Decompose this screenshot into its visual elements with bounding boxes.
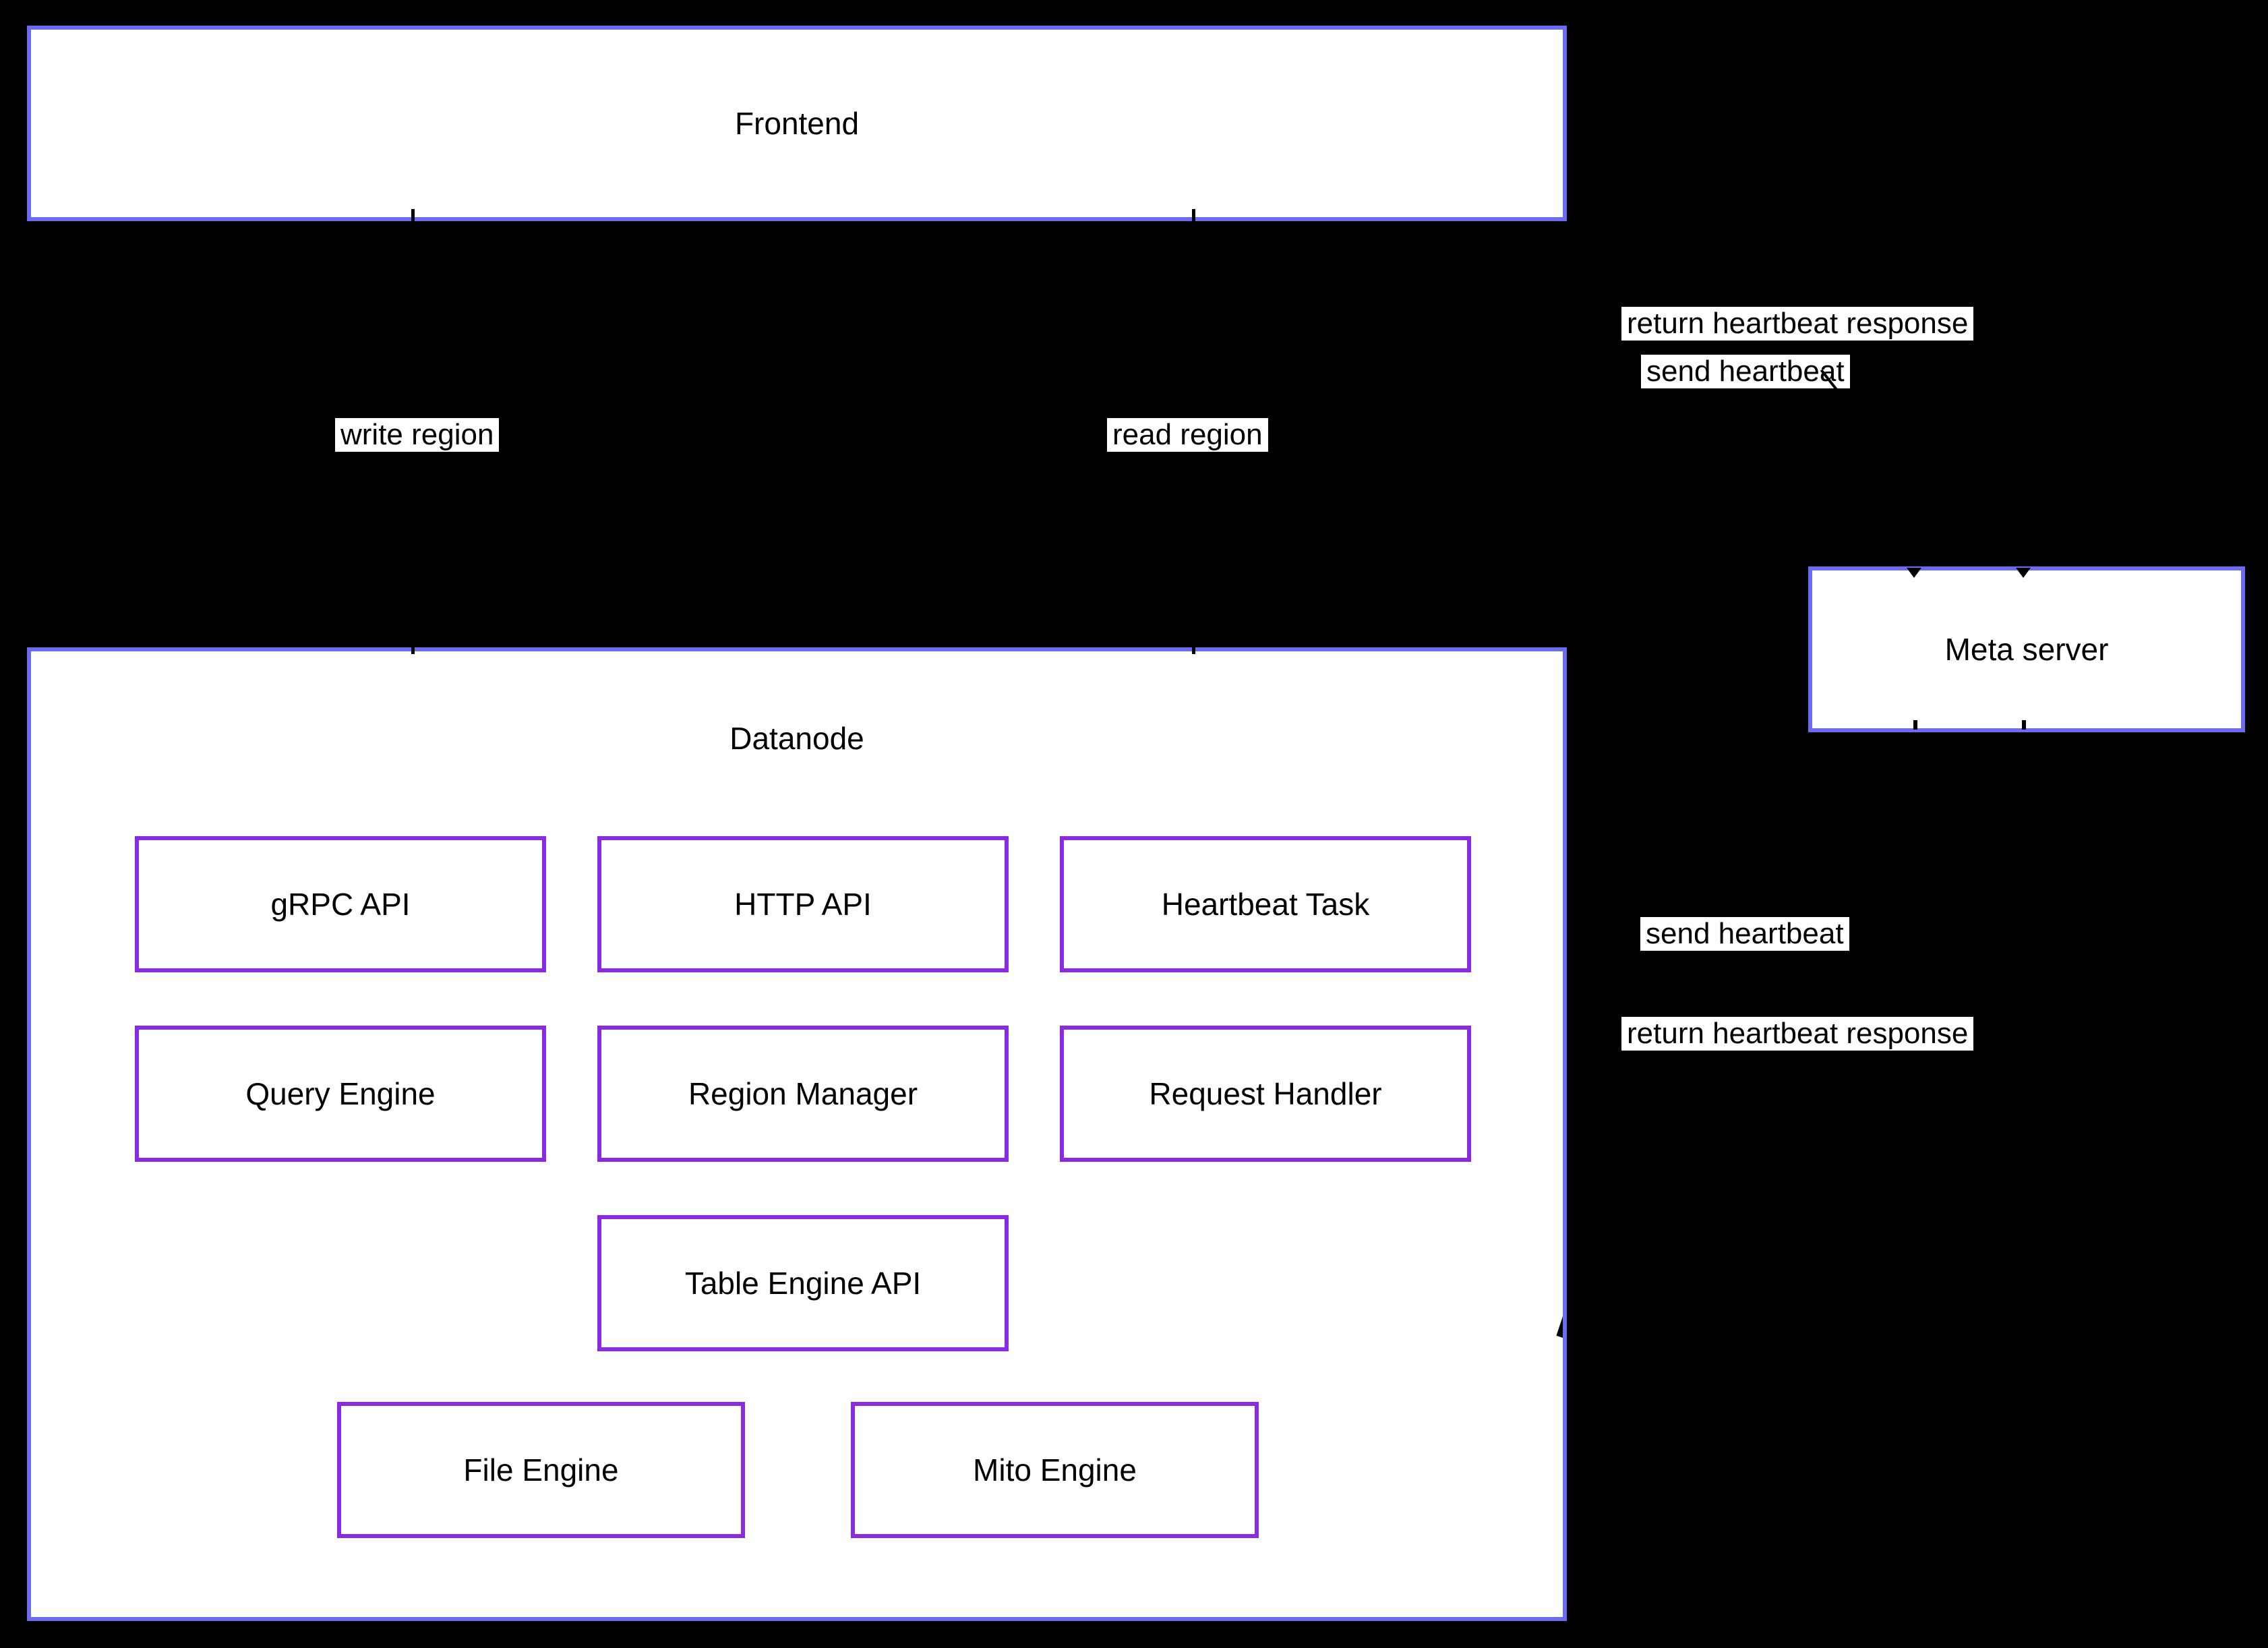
- file-engine-box: File Engine: [337, 1402, 745, 1538]
- request-handler-box: Request Handler: [1060, 1026, 1471, 1162]
- table-engine-api-label: Table Engine API: [684, 1266, 922, 1301]
- grpc-api-box: gRPC API: [135, 836, 546, 972]
- mito-engine-label: Mito Engine: [973, 1452, 1137, 1488]
- arrowhead-meta-top-left: [1907, 568, 1921, 578]
- arrowhead-datanode-right-border: [1556, 1316, 1563, 1338]
- edge-label-datanode-send-heartbeat: send heartbeat: [1640, 917, 1849, 951]
- arrow-stub-meta-bottom-right: [2022, 720, 2026, 730]
- heartbeat-task-label: Heartbeat Task: [1161, 887, 1370, 922]
- heartbeat-task-box: Heartbeat Task: [1060, 836, 1471, 972]
- file-engine-label: File Engine: [463, 1452, 619, 1488]
- request-handler-label: Request Handler: [1149, 1076, 1382, 1111]
- edge-label-datanode-return-heartbeat: return heartbeat response: [1621, 1017, 1974, 1051]
- arrow-stub-frontend-bottom-right: [1192, 209, 1195, 223]
- arrow-stub-datanode-top-right: [1192, 641, 1195, 654]
- meta-server-node: Meta server: [1808, 566, 2245, 732]
- frontend-node-label: Frontend: [734, 106, 860, 141]
- query-engine-label: Query Engine: [245, 1076, 436, 1111]
- datanode-node-label: Datanode: [729, 721, 864, 756]
- grpc-api-label: gRPC API: [270, 887, 411, 922]
- region-manager-box: Region Manager: [597, 1026, 1009, 1162]
- query-engine-box: Query Engine: [135, 1026, 546, 1162]
- arrow-stub-meta-bottom-left: [1913, 720, 1917, 730]
- arrow-stub-datanode-top-left: [411, 641, 415, 654]
- edge-label-write-region: write region: [335, 418, 500, 452]
- region-manager-label: Region Manager: [688, 1076, 918, 1111]
- arrow-stub-frontend-bottom-left: [411, 209, 415, 223]
- arrowhead-meta-top-right: [2016, 568, 2031, 578]
- mito-engine-box: Mito Engine: [851, 1402, 1259, 1538]
- meta-server-node-label: Meta server: [1944, 632, 2109, 667]
- edge-label-read-region: read region: [1107, 418, 1268, 452]
- table-engine-api-box: Table Engine API: [597, 1215, 1009, 1351]
- http-api-label: HTTP API: [734, 887, 872, 922]
- edge-label-frontend-send-heartbeat: send heartbeat: [1641, 355, 1850, 388]
- http-api-box: HTTP API: [597, 836, 1009, 972]
- frontend-node: Frontend: [27, 26, 1567, 221]
- edge-label-frontend-return-heartbeat: return heartbeat response: [1621, 307, 1974, 341]
